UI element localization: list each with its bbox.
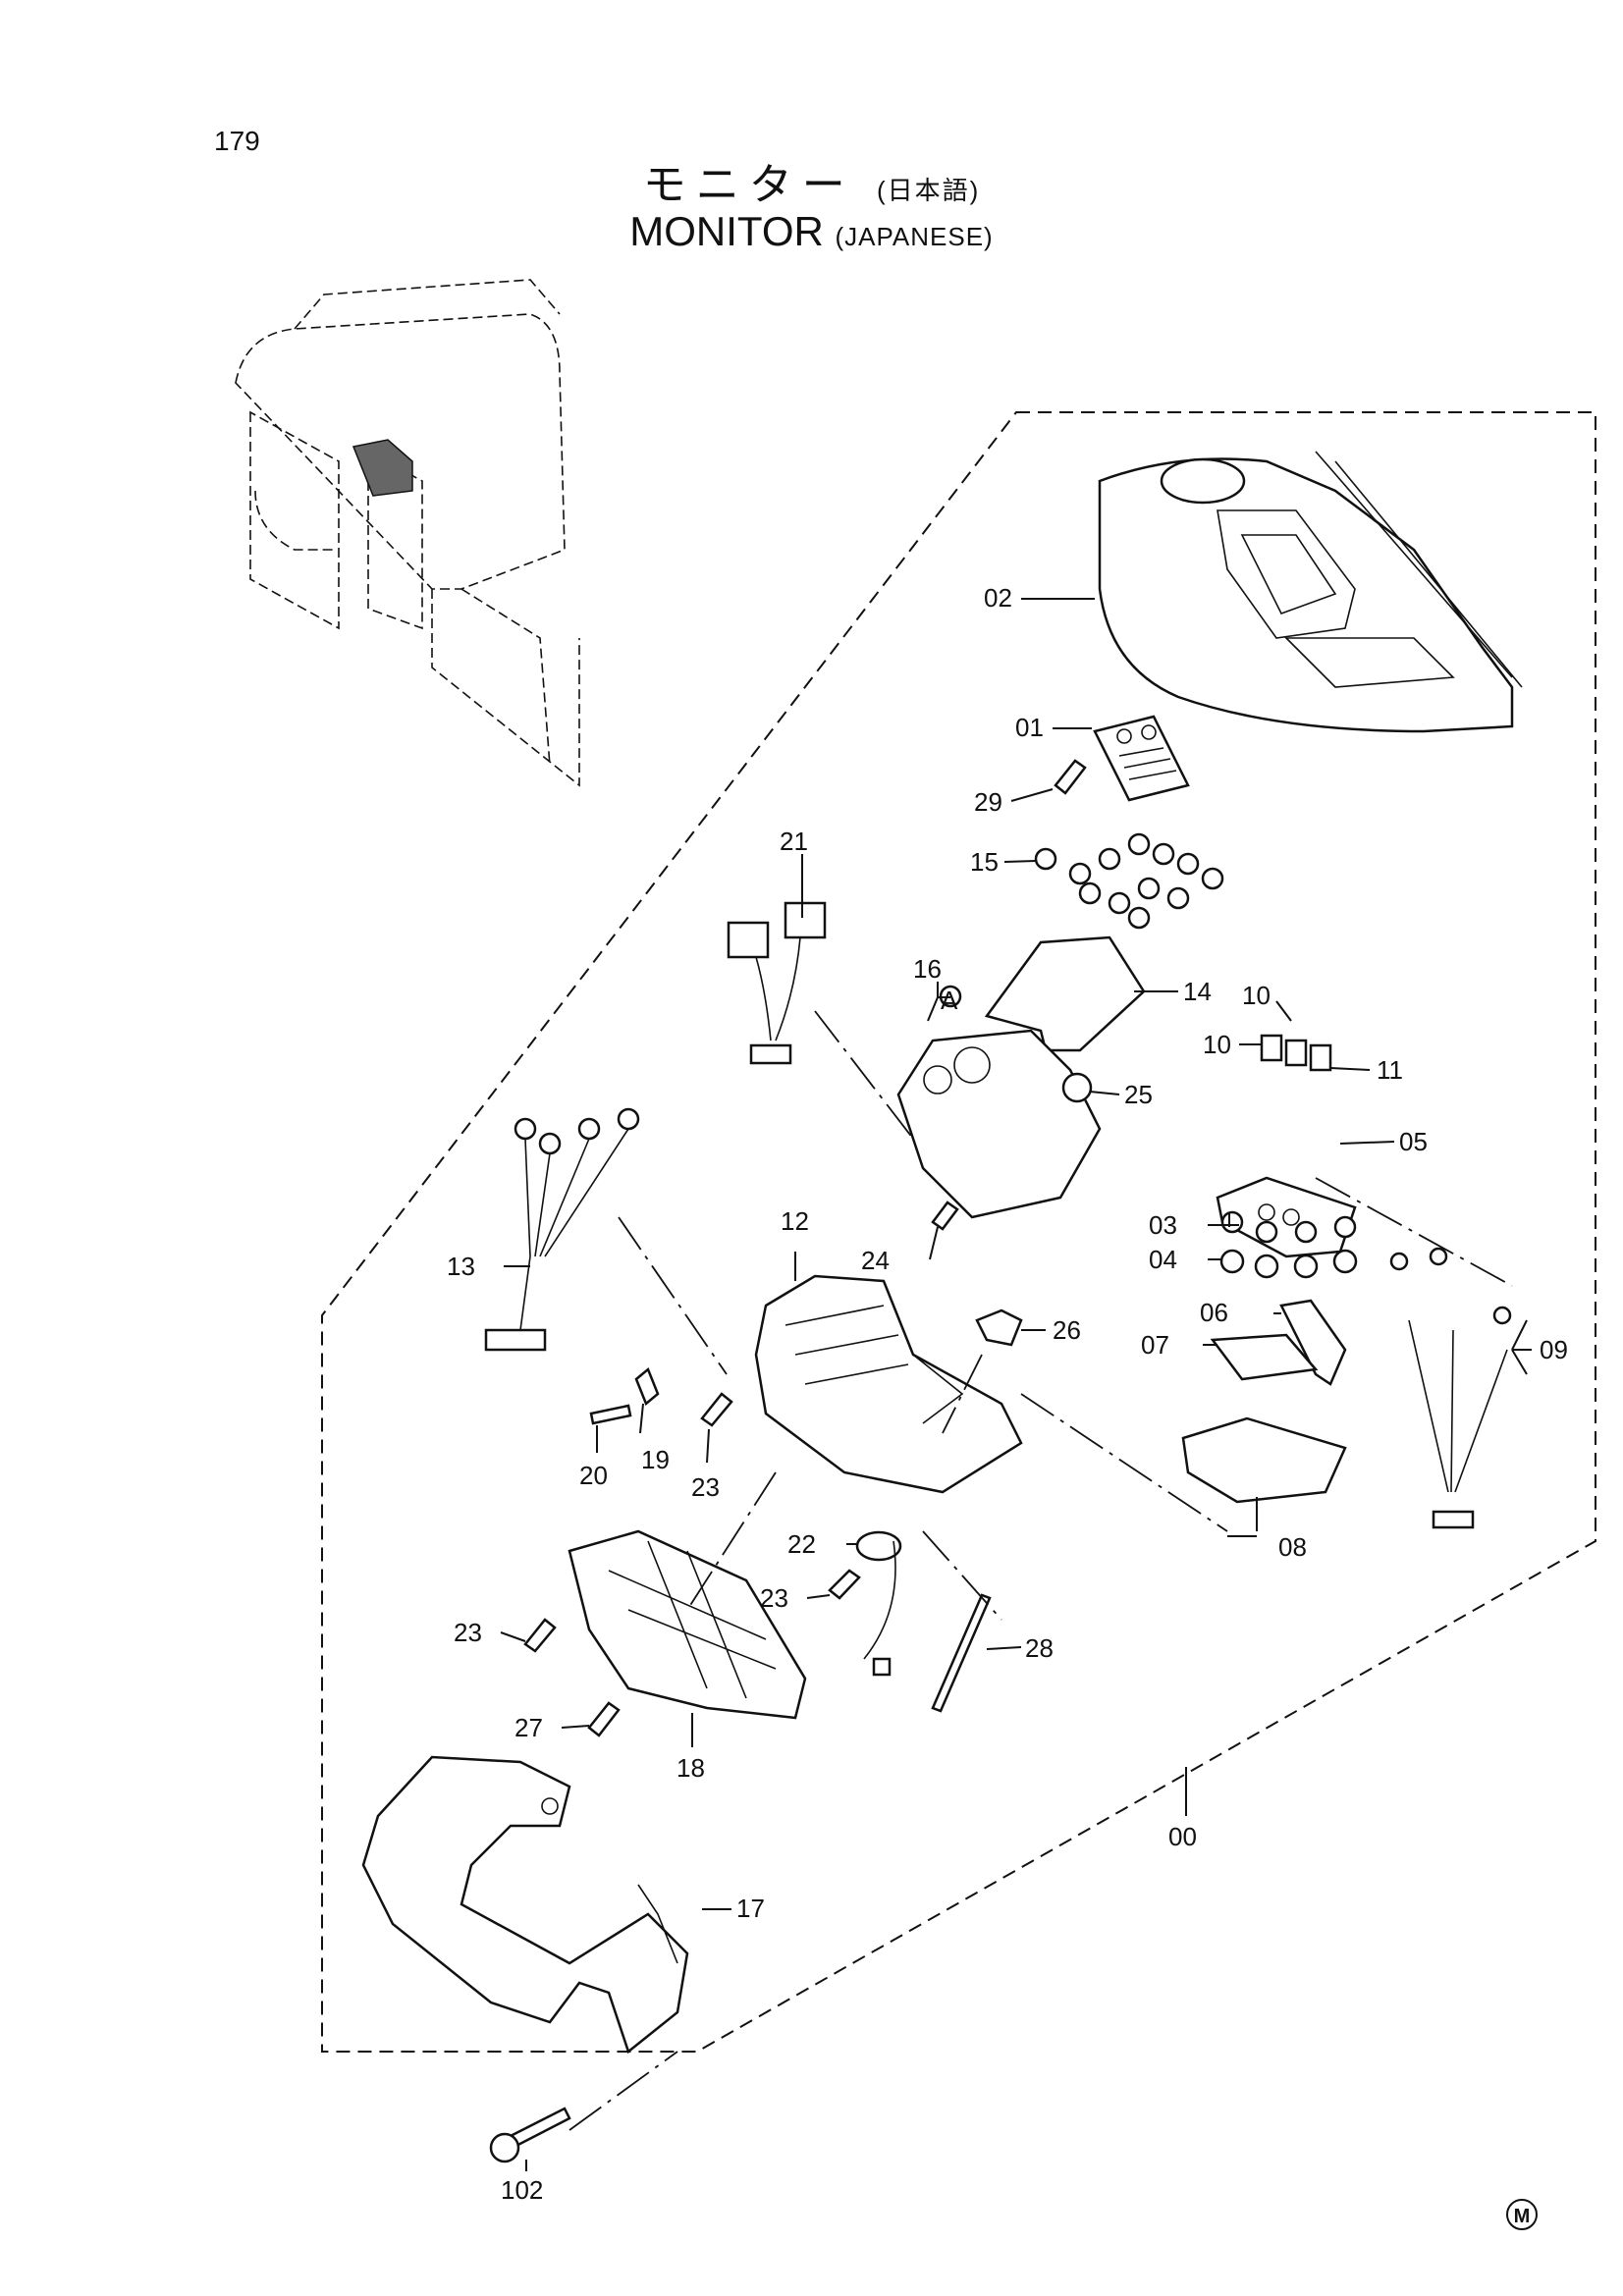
title-japanese: モニター (日本語) (0, 149, 1623, 212)
callout-23-left: 23 (454, 1618, 482, 1647)
part-29-screw (1054, 759, 1087, 795)
part-14-rubber-sheet (984, 935, 1146, 1052)
callout-labels: 02 01 29 15 21 16 A 14 10 10 11 25 05 12… (447, 583, 1568, 2205)
callout-01: 01 (1015, 713, 1044, 742)
callout-09: 09 (1540, 1335, 1568, 1364)
part-01-switch-panel (1093, 715, 1190, 802)
part-24-screw (931, 1201, 959, 1231)
cab-locator-sketch (235, 279, 580, 787)
callout-21: 21 (780, 827, 808, 856)
callout-12: 12 (781, 1206, 809, 1236)
part-26-cap (975, 1308, 1023, 1347)
callout-24: 24 (861, 1246, 890, 1275)
part-19-bracket (634, 1366, 660, 1407)
callout-10-top: 10 (1242, 981, 1271, 1010)
part-07-bracket (1210, 1333, 1319, 1381)
part-10-11-knobs (1260, 1034, 1332, 1072)
callout-29: 29 (974, 787, 1002, 817)
callout-27: 27 (514, 1713, 543, 1742)
callout-11: 11 (1377, 1055, 1403, 1085)
part-13-sub-harness (484, 1107, 640, 1352)
callout-13: 13 (447, 1252, 475, 1281)
part-09-harness (1408, 1306, 1512, 1529)
callout-03: 03 (1149, 1210, 1177, 1240)
part-21-harness (727, 901, 827, 1065)
callout-18: 18 (676, 1753, 705, 1783)
corner-mark-text: M (1514, 2206, 1531, 2227)
callout-23-right: 23 (760, 1583, 788, 1613)
callout-20: 20 (579, 1461, 608, 1490)
part-25-knob (1061, 1072, 1093, 1103)
callout-16-a: A (941, 986, 958, 1015)
title-english: MONITOR (JAPANESE) (0, 208, 1623, 255)
part-20-screw (589, 1404, 632, 1425)
callout-16: 16 (913, 954, 942, 984)
callout-04: 04 (1149, 1245, 1177, 1274)
part-03-04-grommets (1219, 1210, 1448, 1279)
assembly-boundary-00 (321, 411, 1596, 2053)
part-27-screw (587, 1701, 621, 1737)
callout-08: 08 (1278, 1532, 1307, 1562)
part-15-knob-caps (1034, 832, 1224, 930)
callout-06: 06 (1200, 1298, 1228, 1327)
callout-15: 15 (970, 847, 999, 877)
callout-14: 14 (1183, 977, 1212, 1006)
callout-05: 05 (1399, 1127, 1428, 1156)
callout-02: 02 (984, 583, 1012, 613)
part-18-cover-plate (568, 1529, 807, 1720)
part-17-mounting-bracket (361, 1755, 689, 2055)
connection-lines (568, 1010, 1513, 2131)
callout-28: 28 (1025, 1633, 1054, 1663)
callout-07: 07 (1141, 1330, 1169, 1360)
callout-17: 17 (736, 1894, 765, 1923)
part-22-buzzer (855, 1530, 902, 1677)
callout-22: 22 (787, 1529, 816, 1559)
leader-lines (500, 598, 1532, 2171)
circled-m-mark: M (1506, 2199, 1538, 2230)
title-japanese-main: モニター (642, 161, 855, 209)
part-23-screw-b (828, 1569, 861, 1600)
callout-23-center: 23 (691, 1472, 720, 1502)
title-japanese-sub: (日本語) (876, 176, 981, 205)
callout-10-left: 10 (1203, 1030, 1231, 1059)
part-23-screw-c (523, 1618, 557, 1653)
callout-102: 102 (501, 2175, 543, 2205)
title-english-main: MONITOR (629, 208, 824, 254)
callout-26: 26 (1053, 1315, 1081, 1345)
part-02-monitor-cover (1098, 451, 1523, 733)
part-28-clamp (931, 1593, 992, 1713)
callout-25: 25 (1124, 1080, 1153, 1109)
part-12-monitor-case (754, 1274, 1023, 1494)
title-english-sub: (JAPANESE) (835, 222, 994, 251)
part-08-plate (1181, 1416, 1347, 1504)
part-102-bolt-head (489, 2132, 520, 2163)
callout-19: 19 (641, 1445, 670, 1474)
part-23-screw-a (700, 1392, 733, 1427)
callout-00: 00 (1168, 1822, 1197, 1851)
page-number: 179 (214, 126, 260, 156)
